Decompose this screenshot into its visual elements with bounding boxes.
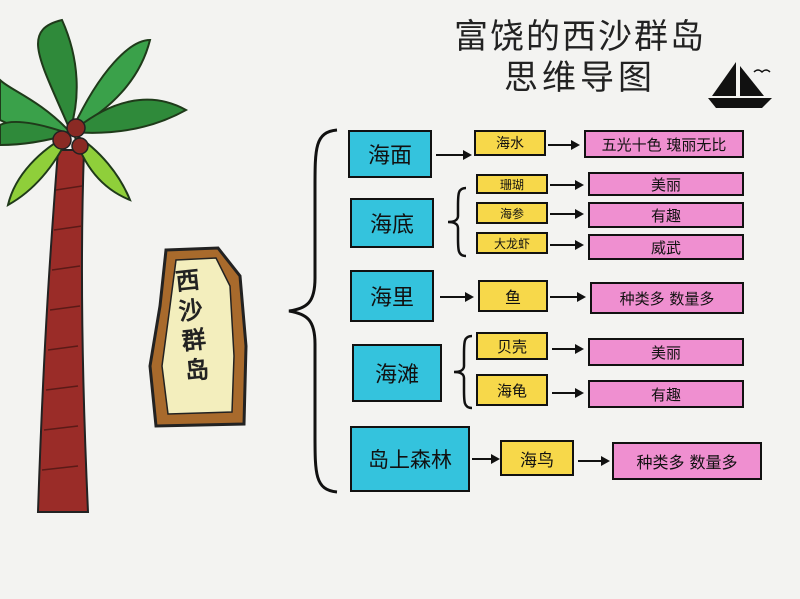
- arrow: [550, 180, 584, 190]
- desc-node-seabird: 种类多 数量多: [612, 442, 762, 480]
- arrow: [552, 388, 584, 398]
- desc-node-coral: 美丽: [588, 172, 744, 196]
- main-node-seabed: 海底: [350, 198, 434, 248]
- title-line-1: 富饶的西沙群岛: [454, 17, 706, 57]
- title-block: 富饶的西沙群岛 思维导图: [430, 17, 730, 99]
- arrow: [472, 454, 500, 464]
- sub-node-sea-cucumber: 海参: [476, 202, 548, 224]
- arrow: [548, 140, 580, 150]
- arrow: [550, 240, 584, 250]
- title-line-2: 思维导图: [504, 58, 656, 99]
- arrow: [440, 292, 474, 302]
- desc-node-sea-cucumber: 有趣: [588, 202, 744, 228]
- main-node-in-sea: 海里: [350, 270, 434, 322]
- sub-brace-seabed: [447, 186, 467, 258]
- sub-node-shell: 贝壳: [476, 332, 548, 360]
- sub-node-lobster: 大龙虾: [476, 232, 548, 254]
- sub-node-fish: 鱼: [478, 280, 548, 312]
- main-node-beach: 海滩: [352, 344, 442, 402]
- main-node-sea-surface: 海面: [348, 130, 432, 178]
- sub-node-seawater: 海水: [474, 130, 546, 156]
- arrow: [436, 150, 472, 160]
- palm-tree-illustration: [0, 18, 189, 513]
- main-brace: [288, 128, 338, 494]
- sub-brace-beach: [453, 334, 473, 410]
- sub-node-turtle: 海龟: [476, 374, 548, 406]
- desc-node-shell: 美丽: [588, 338, 744, 366]
- sailboat-icon: [708, 62, 772, 108]
- desc-node-lobster: 威武: [588, 234, 744, 260]
- sub-node-seabird: 海鸟: [500, 440, 574, 476]
- sub-node-coral: 珊瑚: [476, 174, 548, 194]
- arrow: [550, 209, 584, 219]
- arrow: [552, 344, 584, 354]
- main-node-island-forest: 岛上森林: [350, 426, 470, 492]
- desc-node-turtle: 有趣: [588, 380, 744, 408]
- desc-node-seawater: 五光十色 瑰丽无比: [584, 130, 744, 158]
- arrow: [578, 456, 610, 466]
- desc-node-fish: 种类多 数量多: [590, 282, 744, 314]
- arrow: [550, 292, 586, 302]
- stone-tablet-illustration: [148, 246, 248, 428]
